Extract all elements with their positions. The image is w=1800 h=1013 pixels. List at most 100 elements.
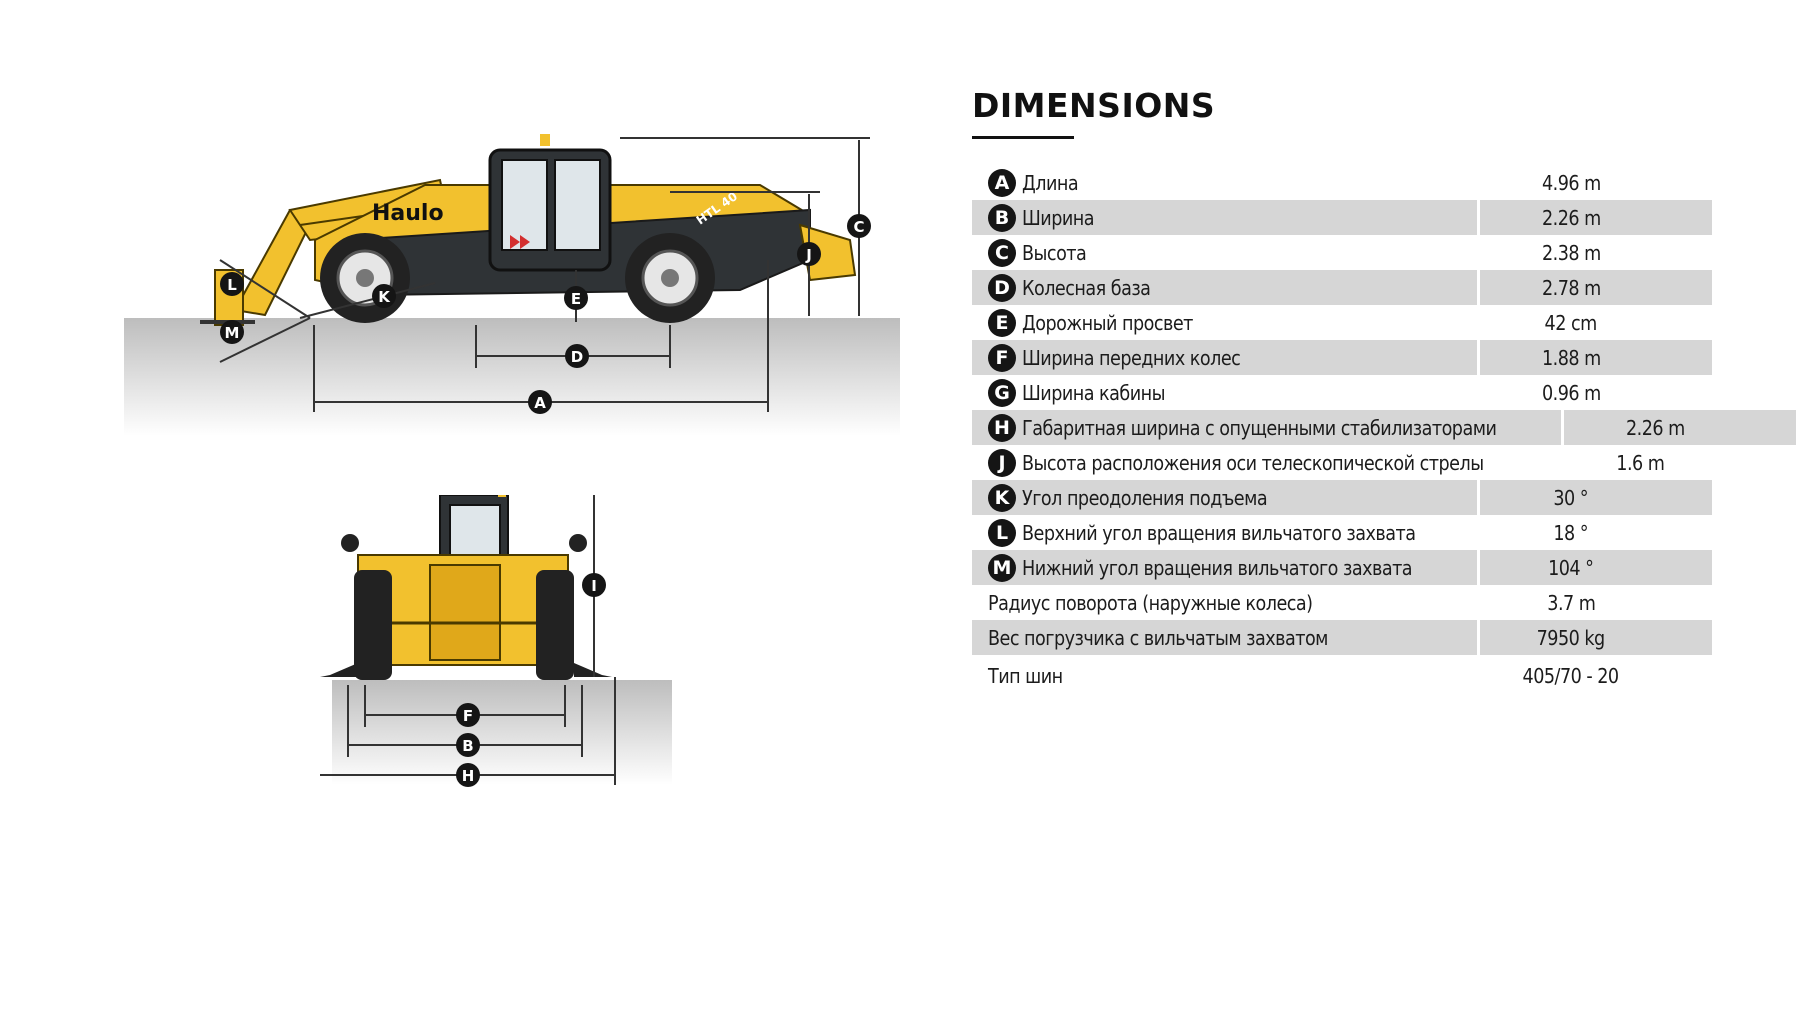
spec-value-cell: 2.26 m [1564,410,1797,445]
spec-label: Тип шин [988,664,1063,688]
spec-label-cell: Радиус поворота (наружные колеса) [972,585,1477,620]
spec-value: 1.88 m [1541,345,1601,370]
cell-divider [1477,165,1480,200]
page-title: DIMENSIONS [972,86,1216,125]
marker-H: H [456,763,480,787]
spec-value: 405/70 - 20 [1522,664,1620,688]
front-wheel [625,233,715,323]
spec-label: Колесная база [1022,275,1151,300]
spec-value-cell: 0.96 m [1480,375,1712,410]
spec-key-badge: C [988,238,1016,267]
spec-label: Длина [1022,170,1079,195]
spec-value-cell: 30 ° [1480,480,1712,515]
spec-key-badge: B [988,203,1016,232]
spec-label: Верхний угол вращения вильчатого захвата [1022,520,1416,545]
spec-key-badge: J [988,448,1016,477]
spec-value: 4.96 m [1541,170,1601,195]
marker-I-letter: I [591,577,597,595]
spec-label-cell: Вес погрузчика с вильчатым захватом [972,620,1477,655]
spec-label: Ширина передних колес [1022,345,1241,370]
spec-label-cell: Тип шин [972,655,1477,697]
brand-text: Haulo [372,201,444,226]
spec-label: Ширина кабины [1022,380,1166,405]
marker-H-letter: H [462,767,475,785]
spec-row: Вес погрузчика с вильчатым захватом 7950 … [972,620,1712,655]
dimension-lines [219,137,870,412]
marker-F: F [456,703,480,727]
marker-M: M [220,320,244,344]
spec-value: 0.96 m [1541,380,1601,405]
spec-key-badge: G [988,378,1016,407]
spec-label: Радиус поворота (наружные колеса) [988,590,1313,615]
cell-divider [1477,305,1480,340]
spec-value: 3.7 m [1546,590,1596,615]
cell-divider [1477,340,1480,375]
spec-row: Радиус поворота (наружные колеса) 3.7 m [972,585,1712,620]
marker-L-letter: L [227,276,237,294]
marker-C: C [847,214,871,238]
cell-divider [1477,375,1480,410]
spec-value: 30 ° [1553,485,1589,510]
marker-F-letter: F [463,707,473,725]
marker-K: K [372,284,396,308]
cell-divider [1477,270,1480,305]
spec-label: Габаритная ширина с опущенными стабилиза… [1022,415,1497,440]
spec-key-badge: K [988,483,1016,512]
marker-J-letter: J [805,246,812,264]
spec-key-badge: M [988,553,1016,582]
marker-B: B [456,733,480,757]
cell-divider [1477,515,1480,550]
marker-E: E [564,286,588,310]
spec-value-cell: 1.88 m [1480,340,1712,375]
marker-C-letter: C [853,218,864,236]
spec-value-cell: 405/70 - 20 [1480,655,1712,697]
spec-value-cell: 1.6 m [1550,445,1782,480]
spec-key-badge: D [988,273,1016,302]
spec-label: Ширина [1022,205,1095,230]
cell-divider [1477,620,1480,655]
side-view-diagram: Haulo HTL 40 [124,134,900,436]
ground [124,318,900,436]
spec-value: 7950 kg [1536,625,1606,650]
spec-key-badge: L [988,518,1016,547]
spec-value: 2.26 m [1541,205,1601,230]
cell-divider [1477,480,1480,515]
spec-key-badge: E [988,308,1016,337]
spec-value-cell: 42 cm [1480,305,1712,340]
spec-value-cell: 2.26 m [1480,200,1712,235]
spec-value-cell: 3.7 m [1480,585,1712,620]
spec-label: Высота расположения оси телескопической … [1022,450,1484,475]
cell-divider [1477,550,1480,585]
spec-label: Дорожный просвет [1022,310,1193,335]
spec-key-badge: A [988,168,1016,197]
spec-value: 2.78 m [1541,275,1601,300]
marker-D: D [565,344,589,368]
marker-K-letter: K [378,288,391,306]
marker-J: J [797,242,821,266]
spec-value-cell: 18 ° [1480,515,1712,550]
spec-value: 42 cm [1544,310,1598,335]
spec-label: Высота [1022,240,1087,265]
spec-label: Нижний угол вращения вильчатого захвата [1022,555,1413,580]
marker-L: L [220,272,244,296]
spec-row: Тип шин 405/70 - 20 [972,655,1712,697]
